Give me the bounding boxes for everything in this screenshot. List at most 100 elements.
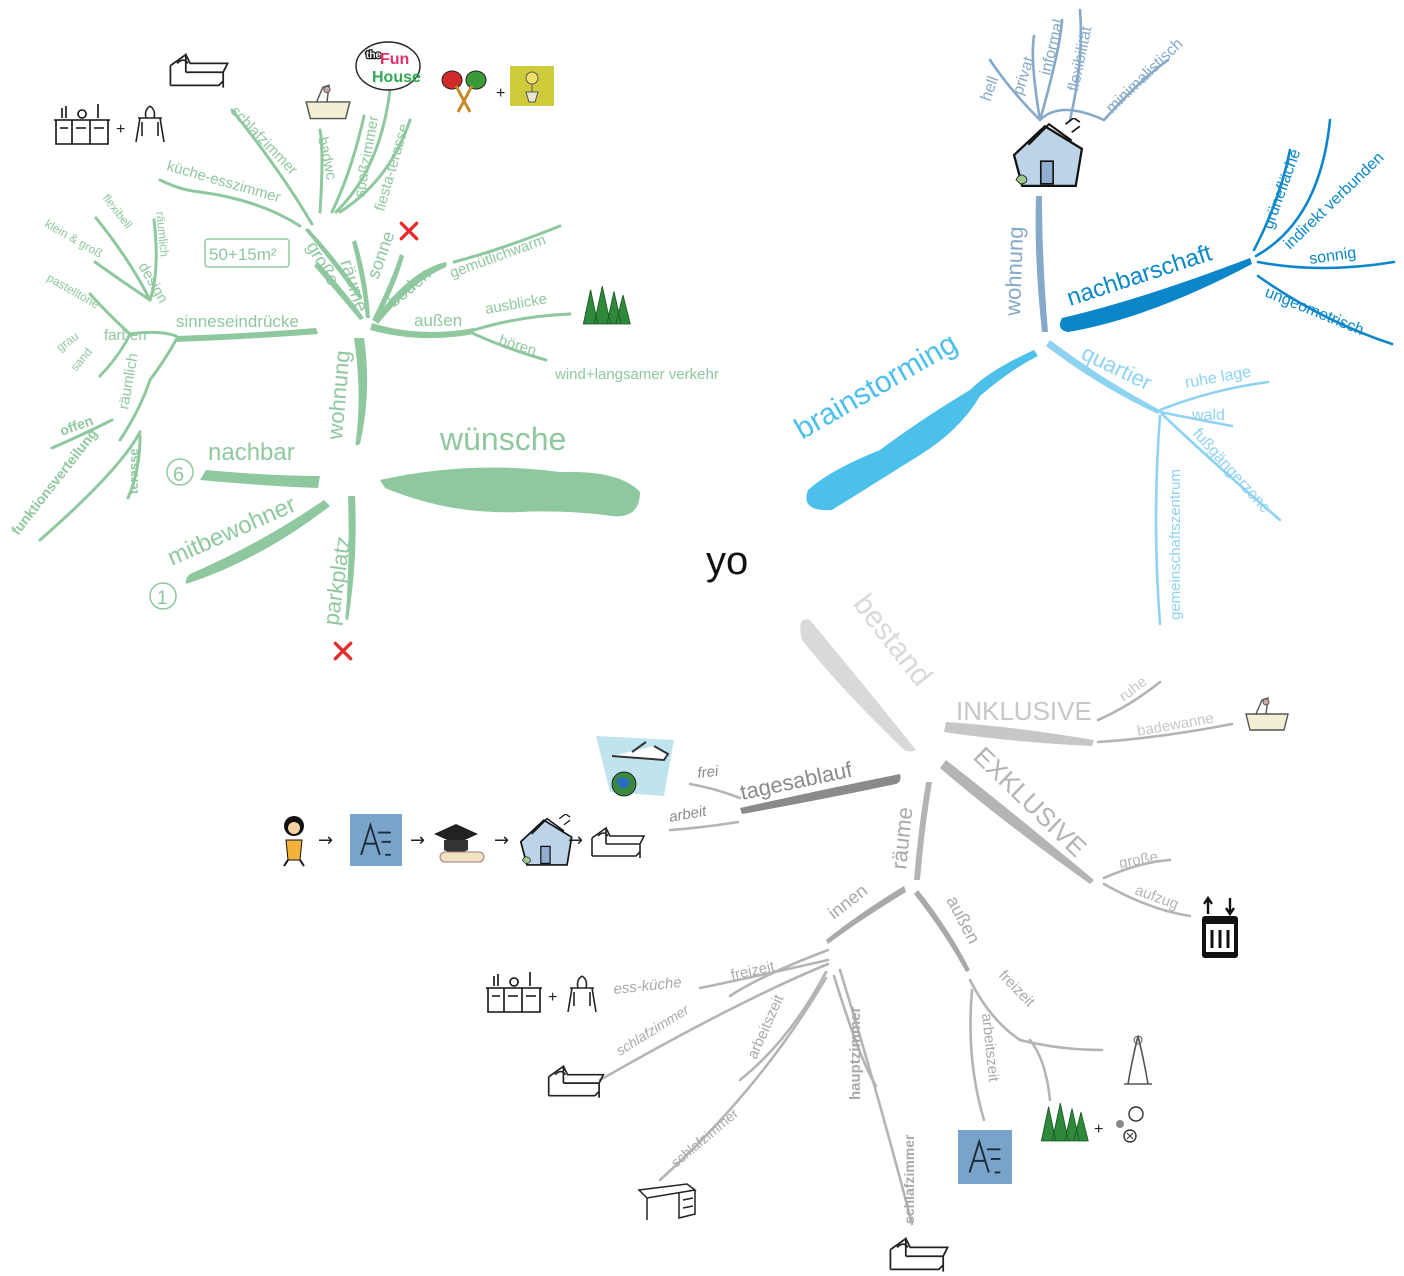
green-sinneseindruecke-label: sinneseindrücke [176,312,299,331]
blue-informal-label: informal [1037,18,1067,77]
green-flexibel-label: flexibell [100,191,136,231]
blue-wald-label: wald [1191,407,1225,424]
green-gemuetlichwarm-label: gemütlichwarm [448,231,549,281]
green-raeumlich-label: räumlich [115,352,142,411]
grey-branch-strokes [740,619,1094,972]
svg-text:Fun: Fun [380,51,409,68]
blue-ungeometrisch-label: ungeometrisch [1263,284,1367,339]
svg-text:the: the [366,50,381,61]
svg-text:1: 1 [157,588,168,609]
bed-icon [170,55,227,88]
grey-inklusive-label: INKLUSIVE [956,696,1092,726]
bathtub-icon [306,85,350,118]
funhouse-logo-icon: the Fun House [355,41,421,91]
cross-mark-icon [335,643,350,658]
cross-mark-icon [401,223,416,238]
svg-text:50+15m²: 50+15m² [209,245,277,264]
grey-branch: bestand INKLUSIVE ruhe badewanne EXKLUSI… [283,588,1288,1272]
house-icon [521,814,572,865]
bed-icon [549,1066,604,1098]
forest-icon [583,286,630,324]
green-ausblicke-label: ausblicke [484,290,549,318]
green-badwc-label: badwc [314,135,340,181]
grey-badewanne-label: badewanne [1136,710,1215,740]
plus-sign: + [496,85,505,102]
grey-frei-label: frei [697,763,720,782]
green-branch-twigs [38,88,572,542]
airplane-globe-icon [596,736,674,797]
bathtub-icon [1246,698,1288,730]
grey-ess-kueche-label: ess-küche [613,974,683,998]
green-terasse-label: terasse [126,448,141,494]
sport-balls-icon [1116,1106,1144,1143]
blue-branch: brainstorming wohnung hell privat inform… [789,8,1396,626]
arrow-glyph: → [318,830,333,851]
green-main-label: wünsche [439,421,566,457]
sunflower-pot-icon [510,66,554,106]
grey-schlafzimmer-b-label: schlafzimmer [668,1105,742,1170]
plus-sign: + [116,121,125,138]
green-aussen-label: außen [414,311,462,330]
architecture-logo-icon [350,814,402,866]
dining-table-icon [136,106,164,142]
green-hoeren-label: hören [497,332,539,360]
grey-bestand-label: bestand [846,588,938,692]
maracas-icon [441,70,487,113]
bed-icon [890,1239,947,1272]
grey-arbeitszeit-innen-label: arbeitszeit [744,991,788,1061]
forest-icon [1041,1103,1088,1141]
blue-wohnung-label: wohnung [1000,226,1028,317]
grey-freizeit-aussen-label: freizeit [995,967,1038,1011]
green-pastelltoene-label: pastelltöne [45,270,103,311]
grey-schlafzimmer-c-label: schlafzimmer [901,1134,917,1224]
center-label: yo [706,539,748,583]
green-wohnung-label: wohnung [322,349,355,441]
blue-branch-strokes [806,196,1252,511]
blue-fussgaengerzone-label: fußgängerzone [1189,425,1274,516]
cartoon-character-icon [283,816,305,867]
grey-branch-twigs [598,680,1234,1226]
green-farben-label: farben [104,327,147,344]
grey-raeume-label: räume [886,806,917,871]
blue-hell-label: hell [978,74,1002,103]
green-klein-gross-label: klein & groß [43,216,105,260]
desk-icon [639,1184,695,1220]
bed-icon [592,828,644,858]
grey-hauptzimmer-label: hauptzimmer [847,1006,864,1100]
kitchen-icon [54,104,110,144]
mitbewohner-count-badge: 1 [149,582,177,610]
green-nachbar-label: nachbar [208,439,295,466]
blue-branch-twigs [988,8,1396,626]
kitchen-icon [486,972,542,1012]
architecture-logo-icon [958,1130,1012,1184]
green-raeumlich-small-label: räumlich [153,211,172,258]
green-schlafzimmer-label: schlafzimmer [227,103,301,178]
fountain-icon [1124,1035,1152,1085]
arrow-glyph: → [410,830,425,851]
blue-gemeinschaftszentrum-label: gemeinschaftszentrum [1167,469,1184,620]
plus-sign: + [548,989,557,1006]
blue-minimalistisch-label: minimalistisch [1103,35,1186,116]
arrow-glyph: → [568,830,583,851]
dining-table-icon [568,976,596,1012]
grey-freizeit-innen-label: freizeit [729,958,777,984]
arrow-glyph: → [494,830,509,851]
house-icon [1014,118,1082,186]
green-kueche-esszimmer-label: küche-esszimmer [165,158,283,207]
svg-text:House: House [372,69,421,86]
green-wind-label: wind+langsamer verkehr [554,366,719,383]
blue-flexibilitaet-label: flexibilität [1065,24,1095,92]
grey-grosse-label: große [1118,848,1160,872]
blue-ruhe-lage-label: ruhe lage [1184,364,1253,392]
green-grau-label: grau [54,329,82,354]
blue-sonnig-label: sonnig [1308,245,1357,268]
green-branch-strokes [174,228,640,620]
grey-arbeit-label: arbeit [668,803,709,826]
green-funktionsverteilung-label: funktionsverteilung [8,426,101,538]
elevator-icon [1202,895,1238,958]
green-branch: wünsche wohnung nachbar 6 mitbewohner 1 … [8,41,719,659]
nachbar-count-badge: 6 [166,458,194,486]
area-badge: 50+15m² [204,238,290,268]
green-sand-label: sand [68,345,95,374]
